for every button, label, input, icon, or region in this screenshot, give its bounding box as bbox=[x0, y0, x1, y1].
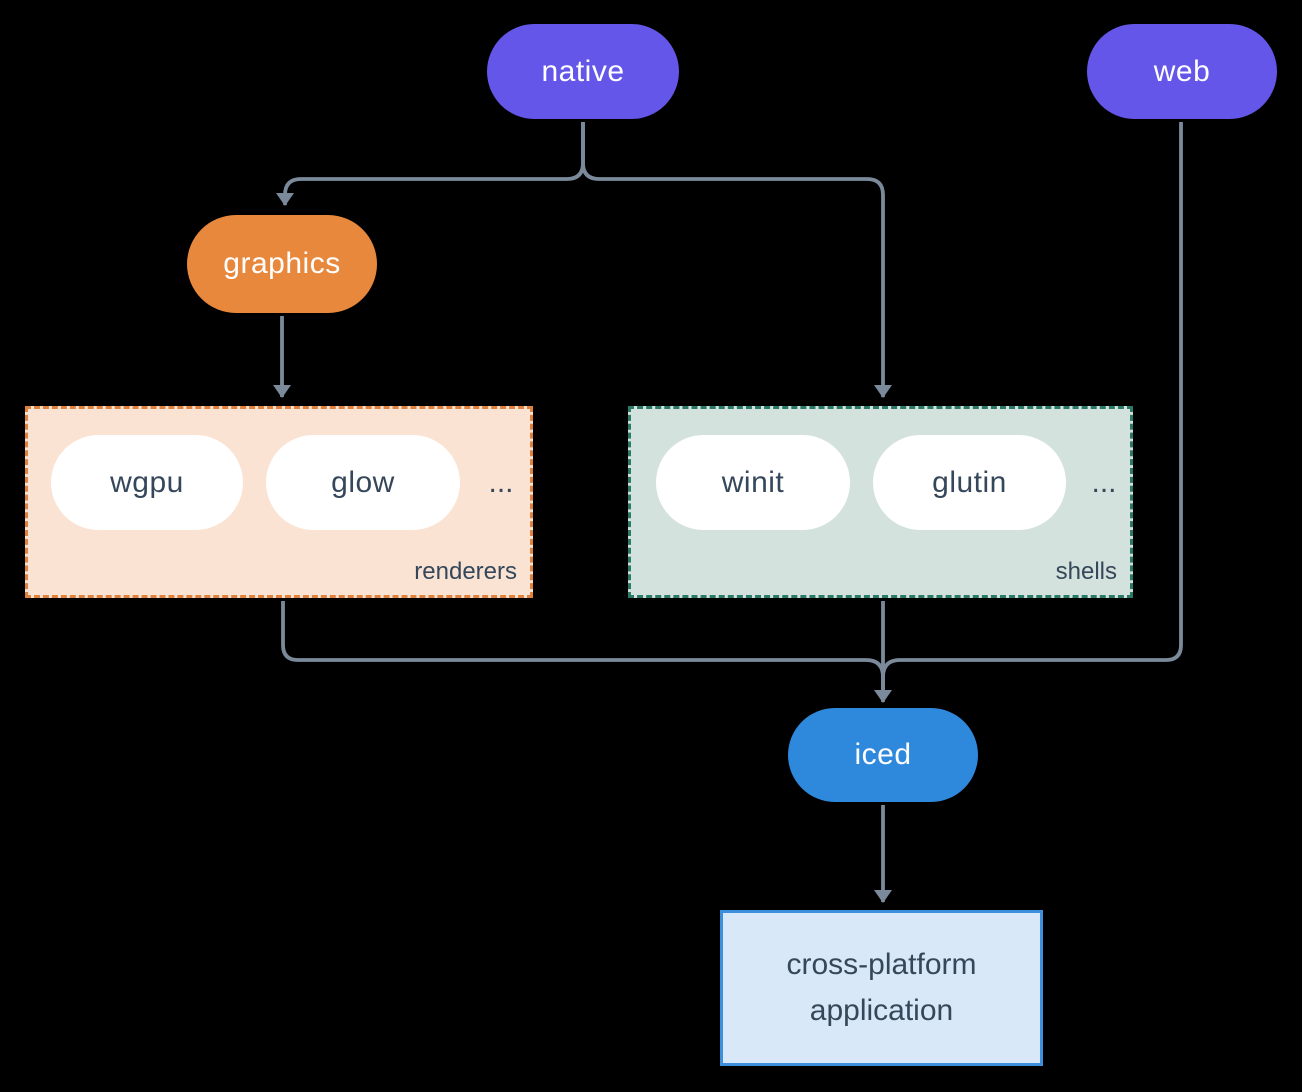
edge-native-to-shells bbox=[581, 122, 892, 398]
node-glutin: glutin bbox=[873, 435, 1066, 530]
edge-native-to-graphics bbox=[276, 122, 585, 206]
node-graphics-label: graphics bbox=[223, 247, 341, 280]
node-glow: glow bbox=[266, 435, 460, 530]
node-native-label: native bbox=[541, 54, 625, 88]
renderers-group-label: renderers bbox=[414, 558, 517, 585]
application-label-line2: application bbox=[809, 994, 954, 1027]
node-iced-label: iced bbox=[854, 738, 912, 771]
edge-renderers-to-iced bbox=[281, 601, 892, 703]
node-glow-label: glow bbox=[331, 465, 395, 499]
node-wgpu-label: wgpu bbox=[110, 465, 184, 499]
renderers-ellipsis: ... bbox=[488, 465, 514, 499]
node-winit: winit bbox=[656, 435, 850, 530]
node-native: native bbox=[487, 24, 679, 119]
node-cross-platform-application: cross-platform application bbox=[720, 910, 1043, 1066]
group-shells: winit glutin ... shells bbox=[628, 406, 1133, 598]
node-wgpu: wgpu bbox=[51, 435, 243, 530]
node-glutin-label: glutin bbox=[932, 465, 1007, 499]
node-web-label: web bbox=[1153, 54, 1211, 88]
node-winit-label: winit bbox=[721, 465, 785, 499]
node-graphics: graphics bbox=[187, 215, 377, 313]
node-web: web bbox=[1087, 24, 1277, 119]
group-renderers: wgpu glow ... renderers bbox=[25, 406, 533, 598]
node-iced: iced bbox=[788, 708, 978, 802]
application-label-line1: cross-platform bbox=[786, 947, 977, 981]
shells-group-label: shells bbox=[1055, 558, 1117, 585]
shells-ellipsis: ... bbox=[1091, 465, 1117, 499]
